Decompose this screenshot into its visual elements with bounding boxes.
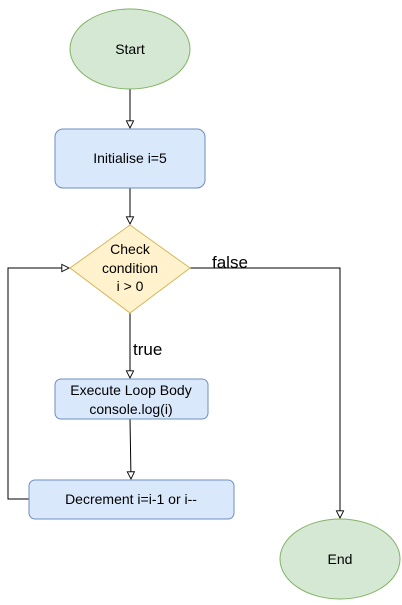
check-condition-diamond [69,224,191,314]
edge-check-false-to-end [190,267,340,518]
check-condition-line-2: condition [102,260,158,276]
end-node: End [279,518,401,600]
true-edge-label: true [133,340,162,359]
end-label: End [328,551,353,567]
decrement-label: Decrement i=i-1 or i-- [65,491,197,507]
start-label: Start [115,41,145,57]
loop-body-line-1: Execute Loop Body [70,382,191,398]
connectors [7,89,340,518]
edge-decrement-loop-back [7,268,69,500]
start-ellipse [69,8,191,90]
initialise-label: Initialise i=5 [93,150,167,166]
check-condition-node: Check condition i > 0 [69,224,191,314]
loop-body-box [54,378,209,420]
edge-body-to-decrement [130,418,131,479]
decrement-node: Decrement i=i-1 or i-- [28,479,235,520]
initialise-node: Initialise i=5 [54,128,206,189]
loop-body-node: Execute Loop Body console.log(i) [54,378,209,420]
initialise-box [54,128,206,189]
end-ellipse [279,518,401,600]
decrement-box [28,479,235,520]
check-condition-line-3: i > 0 [117,278,144,294]
start-node: Start [69,8,191,90]
check-condition-line-1: Check [110,241,151,257]
false-edge-label: false [212,253,248,272]
loop-body-line-2: console.log(i) [89,401,172,417]
